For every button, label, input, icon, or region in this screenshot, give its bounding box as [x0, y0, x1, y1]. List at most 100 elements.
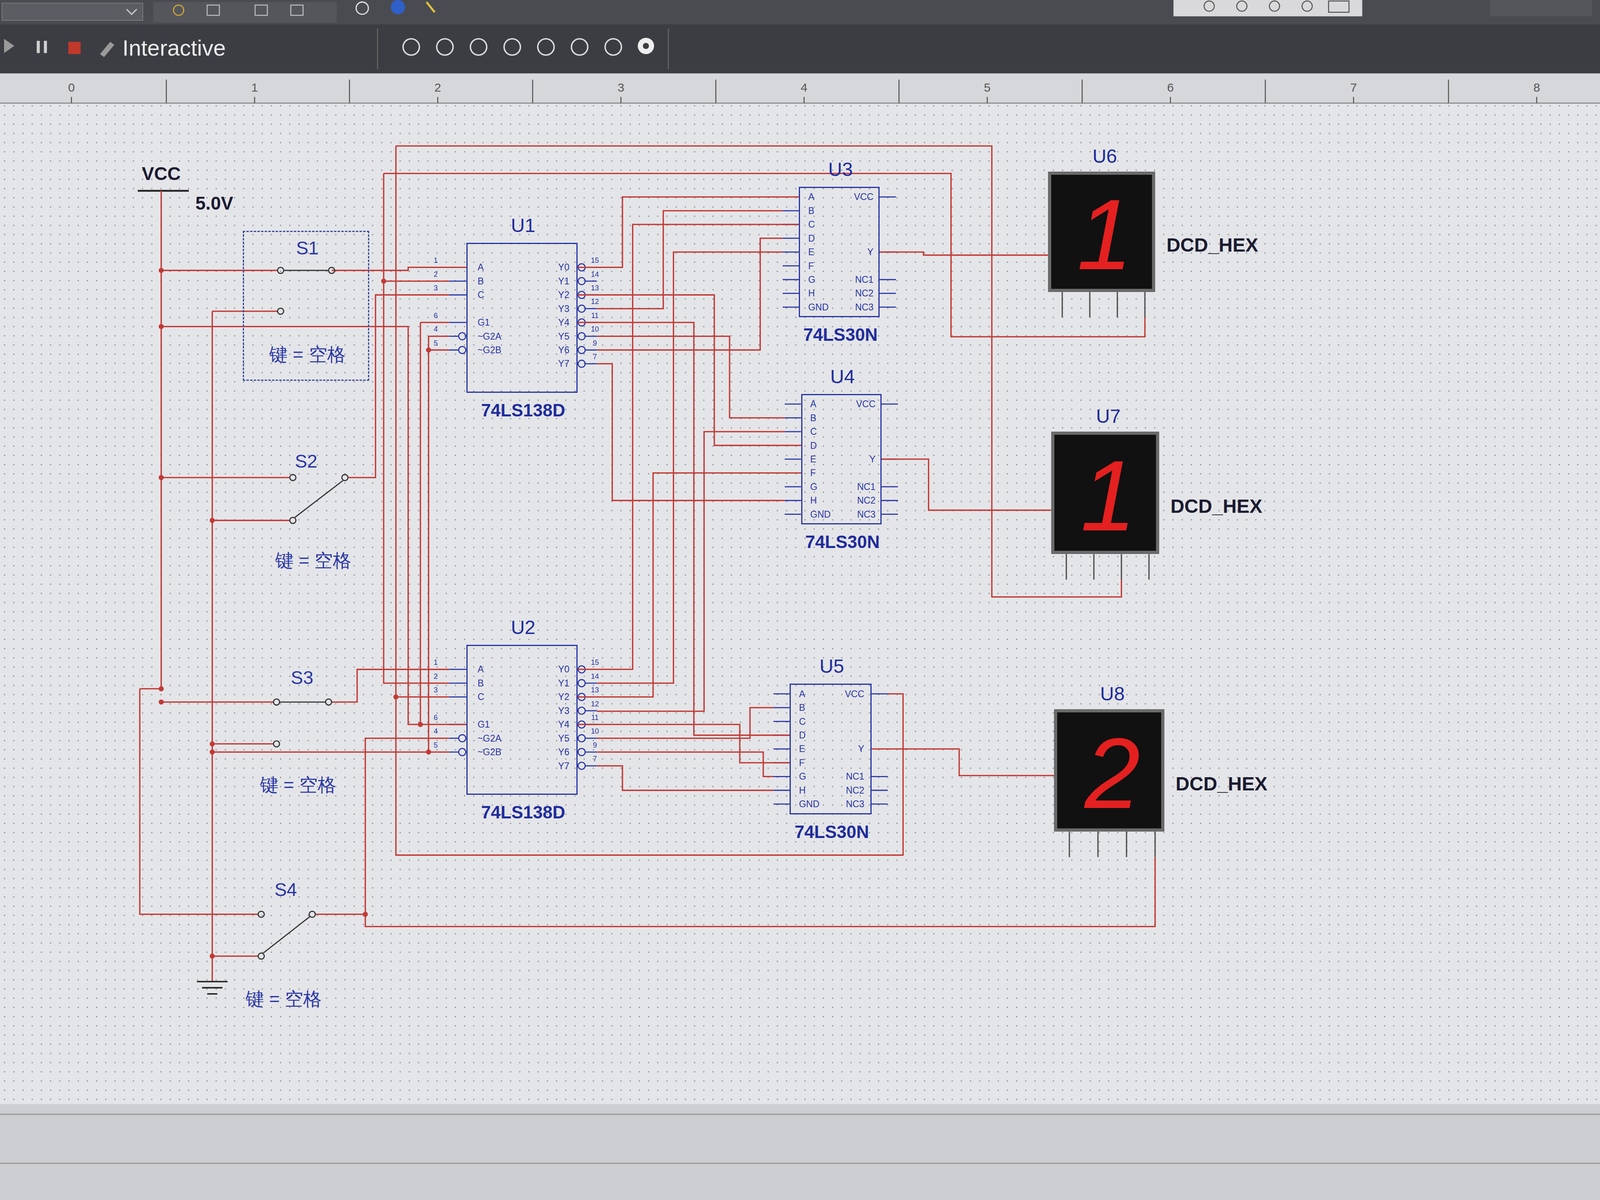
pin-number-holder: 12: [590, 700, 599, 708]
pin-name: B: [798, 703, 805, 713]
pin-name-holder: A: [810, 399, 817, 409]
status-bar: [0, 1104, 1600, 1200]
part-number-holder: 74LS30N: [803, 326, 878, 344]
ground-symbol: [196, 981, 228, 994]
pin-number: 13: [590, 686, 599, 694]
pin-name: Y6: [558, 345, 570, 355]
pin-name-holder: Y5: [558, 331, 570, 341]
pin-name-holder: F: [808, 261, 814, 271]
pin-name-holder: NC2: [855, 288, 874, 298]
pin-name: VCC: [854, 192, 874, 202]
pin-number-holder: 1: [433, 256, 438, 265]
pin-name-holder: Y0: [558, 664, 570, 674]
pin-number: 1: [433, 658, 438, 666]
pin-name: Y7: [558, 359, 570, 369]
pin-number: 3: [433, 686, 438, 694]
pin-number-holder: 11: [591, 714, 599, 722]
part-number: 74LS30N: [803, 326, 878, 344]
ref-designator-holder: U6: [1092, 146, 1117, 166]
ref-designator-holder: U7: [1096, 406, 1121, 426]
part-number: 74LS30N: [794, 823, 870, 841]
switch-name: S1: [296, 238, 319, 258]
pin-name-holder: G1: [477, 720, 490, 730]
pin-name-holder: A: [477, 262, 484, 272]
pin-name: Y5: [558, 331, 570, 341]
pin-name: Y1: [558, 678, 570, 688]
pin-name: G: [798, 772, 806, 782]
pin-name-holder: Y1: [558, 276, 570, 286]
pin-name-holder: B: [798, 703, 805, 713]
pin-name: C: [477, 290, 485, 300]
pin-name: B: [477, 276, 484, 286]
pin-name: NC1: [855, 274, 874, 284]
pin-name: F: [798, 758, 805, 768]
pin-name-holder: H: [808, 288, 815, 298]
pin-name-holder: NC3: [857, 509, 876, 519]
ruler-number-holder: 1: [251, 81, 258, 94]
hex-display: U71DCD_HEX: [1051, 431, 1160, 554]
pin-name-holder: A: [798, 689, 805, 699]
display-digit-holder: 2: [1084, 723, 1140, 824]
wiring: [139, 146, 1155, 982]
pin-name: E: [798, 744, 805, 754]
pin-name: NC1: [846, 772, 865, 782]
wire: [881, 459, 1051, 511]
display-type-holder: DCD_HEX: [1166, 235, 1258, 255]
pin-number: 9: [592, 741, 597, 749]
pin-name: Y4: [558, 318, 570, 328]
pin-name-holder: NC1: [846, 772, 865, 782]
display-type: DCD_HEX: [1175, 774, 1268, 794]
part-number: 74LS138D: [481, 401, 566, 420]
key-binding-holder: 键 = 空格: [245, 989, 322, 1008]
ruler-number-holder: 0: [68, 81, 75, 94]
pin-name-holder: E: [798, 744, 805, 754]
pin-name-holder: Y0: [558, 262, 570, 272]
pin-number-holder: 4: [433, 325, 438, 334]
ref-designator-holder: U8: [1100, 684, 1125, 704]
wire: [577, 224, 800, 670]
pin-name: D: [808, 233, 815, 243]
pin-name: E: [808, 247, 814, 257]
pin-name: Y2: [558, 692, 570, 702]
pin-number-holder: 15: [590, 256, 599, 265]
pin-number: 12: [590, 298, 599, 306]
pin-name: F: [810, 468, 816, 478]
pin-name-holder: Y7: [558, 359, 570, 369]
pin-name: ~G2A: [477, 733, 502, 743]
pin-number: 5: [433, 741, 438, 749]
pin-name: NC3: [846, 799, 865, 809]
ref-designator-holder: U2: [510, 618, 536, 638]
pin-number-holder: 5: [433, 741, 438, 749]
pin-name: E: [810, 454, 817, 464]
pin-name: H: [808, 288, 815, 298]
pin-name: GND: [810, 509, 831, 519]
ruler-number-holder: 5: [984, 81, 991, 94]
pin-name: ~G2A: [477, 331, 502, 341]
switch-name: S2: [294, 452, 318, 471]
pin-name-holder: C: [798, 716, 806, 726]
pin-name: ~G2B: [477, 345, 502, 355]
wire: [369, 326, 466, 725]
supply-voltage: 5.0V: [195, 194, 234, 213]
pin-name-holder: D: [798, 730, 806, 740]
pin-name: G1: [477, 318, 490, 328]
pin-name: GND: [808, 302, 829, 312]
part-number-holder: 74LS30N: [794, 823, 870, 841]
pin-name: Y: [867, 247, 874, 257]
pin-name-holder: E: [808, 247, 814, 257]
ref-designator: U5: [819, 656, 844, 676]
pin-name: A: [477, 664, 484, 674]
display-digit: 2: [1084, 723, 1140, 824]
ruler-number-holder: 7: [1350, 81, 1358, 94]
pin-name: NC2: [855, 288, 874, 298]
pin-name-holder: Y3: [558, 706, 570, 716]
mode-label: Interactive: [122, 36, 226, 60]
wire: [577, 472, 802, 697]
pin-name: NC2: [846, 785, 865, 795]
pin-name-holder: B: [477, 678, 484, 688]
pin-name-holder: Y6: [558, 345, 570, 355]
pin-name-holder: GND: [810, 509, 831, 519]
pin-number: 15: [590, 256, 599, 264]
supply-name-holder: VCC: [141, 164, 181, 183]
